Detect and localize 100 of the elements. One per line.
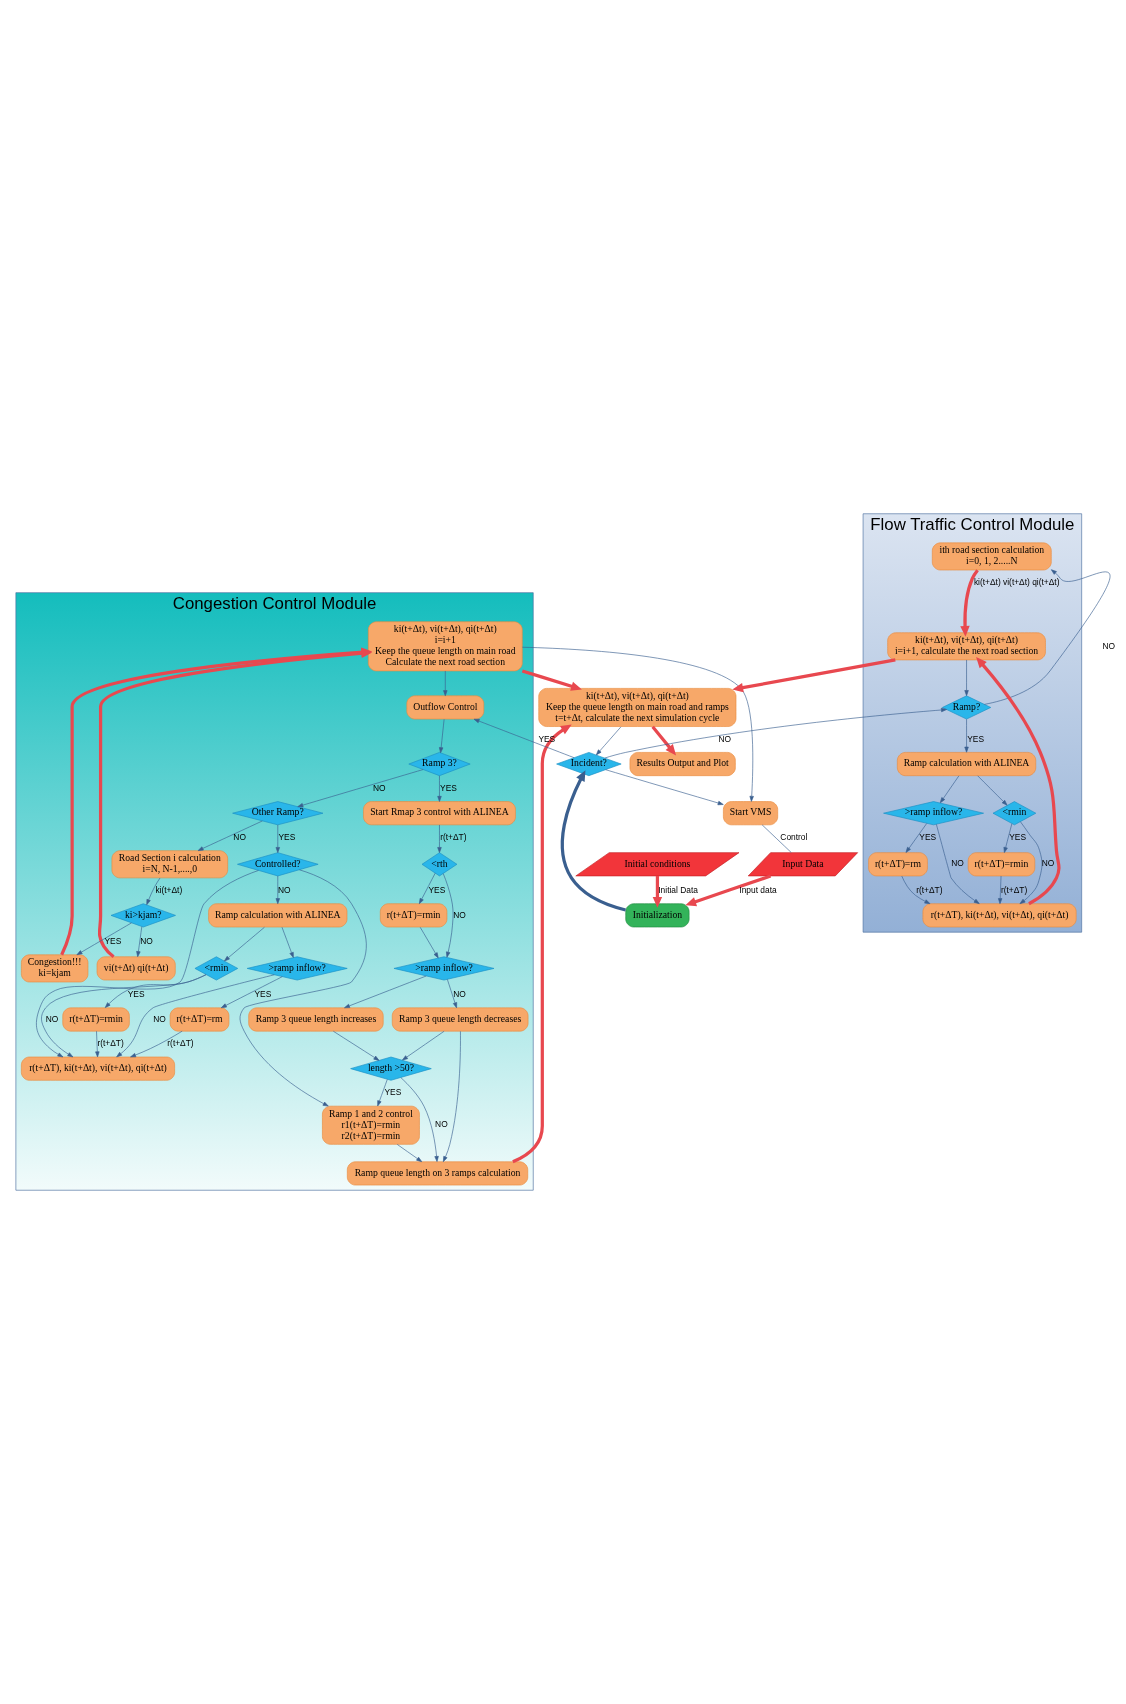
arrow (560, 770, 626, 912)
edge-label: YES (919, 831, 937, 842)
arrow (275, 824, 280, 853)
node-box: vi(t+Δt) qi(t+Δt) (96, 956, 176, 981)
node-box: Ramp queue length on 3 ramps calculation (347, 1161, 529, 1186)
edge-label: NO (277, 885, 291, 895)
node-box: ki(t+Δt), vi(t+Δt), qi(t+Δt) Keep the queue length on main road and ramps t=t+Δt, calculate the next simulation cycle (538, 688, 737, 727)
edge-label: YES (278, 831, 296, 842)
edge-label: Input data (739, 885, 777, 895)
edge-label: NO (453, 909, 466, 920)
edge-label: r(t+ΔT) (167, 1038, 194, 1049)
edge-label: YES (440, 782, 457, 793)
arrow (443, 1031, 461, 1163)
arrow (685, 874, 772, 907)
edge-label: r(t+ΔT) (1000, 885, 1028, 895)
node-box: r(t+ΔT), ki(t+Δt), vi(t+Δt), qi(t+Δt) (922, 903, 1077, 928)
arrow (419, 926, 439, 959)
arrow (136, 926, 143, 958)
arrow (984, 569, 1110, 705)
arrow (905, 823, 928, 853)
edge-label: YES (967, 733, 985, 744)
edge-label: Control (780, 831, 808, 842)
node-box: Initialization (625, 903, 690, 928)
edge-label: NO (1041, 858, 1055, 869)
edge-label: NO (153, 1013, 166, 1024)
arrow (596, 726, 622, 756)
node-diamond: ki>kjam? (110, 903, 176, 928)
arrow (1003, 823, 1013, 853)
arrow (651, 725, 677, 756)
edge-label: NO (951, 858, 964, 869)
edge-label: r(t+ΔT) (916, 885, 943, 895)
node-diamond: Incident? (556, 752, 622, 776)
node-box: r(t+ΔT)=rm (169, 1007, 230, 1032)
arrow (275, 875, 280, 905)
arrow (964, 659, 969, 696)
arrow (76, 922, 132, 956)
edge-label: ki(t+Δt) vi(t+Δt) qi(t+Δt) (973, 577, 1060, 588)
node-box: r(t+ΔT)=rmin (967, 852, 1036, 877)
node-box: ith road section calculation i=0, 1, 2.....N (931, 542, 1052, 571)
arrow (473, 718, 575, 758)
arrow (936, 823, 980, 904)
arrow (281, 926, 294, 958)
arrow (976, 657, 1061, 906)
node-box: Outflow Control (406, 695, 485, 720)
edge-label: NO (45, 1013, 59, 1024)
arrow (998, 875, 1003, 905)
node-diamond: >ramp inflow? (393, 956, 495, 981)
edge-label: NO (718, 733, 731, 744)
edge-label: Initial Data (658, 885, 698, 895)
arrow (41, 974, 207, 1058)
node-diamond: Ramp 3? (408, 752, 471, 776)
arrow (437, 775, 442, 802)
edge-label: NO (233, 831, 246, 842)
arrow (732, 658, 896, 693)
node-box: Road Section i calculation i=N, N-1,....,0 (111, 850, 228, 879)
node-diamond: <rth (421, 852, 458, 877)
edge-label: NO (1102, 640, 1116, 651)
node-box: Results Output and Plot (629, 752, 736, 776)
node-box: Ramp 3 queue length increases (248, 1007, 384, 1032)
node-box: Ramp 3 queue length decreases (391, 1007, 529, 1032)
node-box: Start Rmap 3 control with ALINEA (363, 801, 516, 826)
arrow (442, 873, 454, 958)
edge-label: NO (435, 1119, 448, 1130)
node-box: Ramp calculation with ALINEA (897, 752, 1037, 776)
edge-label: NO (373, 782, 386, 793)
arrow (939, 775, 960, 804)
node-diamond: >ramp inflow? (246, 956, 348, 981)
node-box: Start VMS (723, 801, 779, 826)
edge-label: YES (384, 1087, 402, 1098)
edge-label: YES (1009, 831, 1027, 842)
arrow (95, 1030, 100, 1058)
arrow (130, 1030, 183, 1058)
arrow (116, 974, 275, 1058)
arrow (297, 769, 424, 808)
arrow (604, 707, 947, 759)
edge-label: YES (104, 936, 122, 947)
arrow (333, 1030, 380, 1061)
arrow (220, 976, 283, 1009)
arrow (197, 820, 263, 851)
node-box: r(t+ΔT)=rmin (62, 1007, 130, 1032)
arrow (402, 1030, 445, 1061)
arrow (521, 669, 582, 691)
node-box: r(t+ΔT), ki(t+Δt), vi(t+Δt), qi(t+Δt) (21, 1056, 175, 1081)
arrow (439, 718, 445, 754)
node-box: Congestion!!! ki=kjam (21, 954, 89, 983)
arrow (901, 875, 931, 904)
arrow (605, 769, 724, 806)
arrow (960, 569, 979, 637)
arrow (443, 670, 448, 697)
node-diamond: Controlled? (237, 852, 319, 877)
edge-label: YES (254, 989, 272, 1000)
arrow (512, 724, 572, 1164)
node-box: r(t+ΔT)=rm (868, 852, 928, 877)
arrow (396, 1144, 423, 1162)
arrow (239, 869, 367, 1107)
connector (761, 824, 792, 853)
arrow (104, 974, 207, 1008)
arrow (447, 979, 458, 1009)
node-box: Ramp 1 and 2 control r1(t+ΔT)=rmin r2(t+ΔT)=rmin (322, 1105, 420, 1145)
node-diamond: >ramp inflow? (883, 801, 984, 826)
